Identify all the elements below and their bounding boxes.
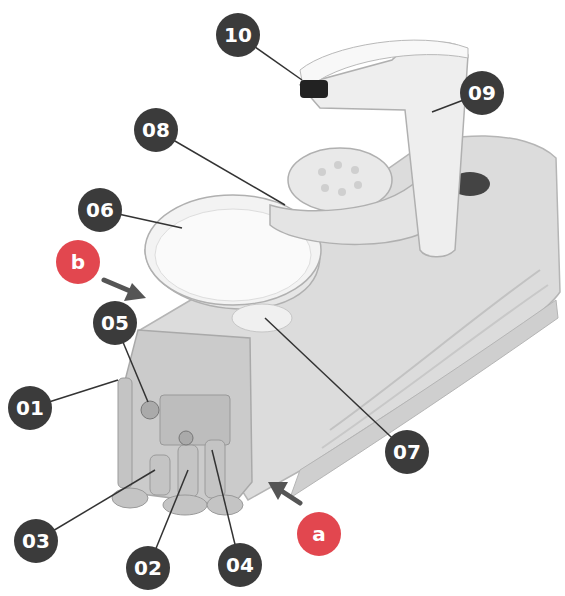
callout-number: 10 [224, 25, 252, 45]
callout-circle: 07 [385, 430, 429, 474]
callout-circle: 09 [460, 71, 504, 115]
callout-circle: 04 [218, 543, 262, 587]
callout-number: 08 [142, 120, 170, 140]
callout-circle: 01 [8, 386, 52, 430]
callout-circle: 02 [126, 546, 170, 590]
callout-number: 02 [134, 558, 162, 578]
callout-number: 07 [393, 442, 421, 462]
callout-number: 01 [16, 398, 44, 418]
callout-number: 04 [226, 555, 254, 575]
callout-number: a [312, 524, 326, 544]
callout-circle: 05 [93, 301, 137, 345]
callout-circle: a [297, 512, 341, 556]
callout-circle: 06 [78, 188, 122, 232]
callout-circle: 08 [134, 108, 178, 152]
callout-number: b [71, 252, 85, 272]
callout-circle: 10 [216, 13, 260, 57]
callout-number: 05 [101, 313, 129, 333]
callout-number: 03 [22, 531, 50, 551]
callout-circle: b [56, 240, 100, 284]
callout-number: 06 [86, 200, 114, 220]
callout-number: 09 [468, 83, 496, 103]
callout-circle: 03 [14, 519, 58, 563]
